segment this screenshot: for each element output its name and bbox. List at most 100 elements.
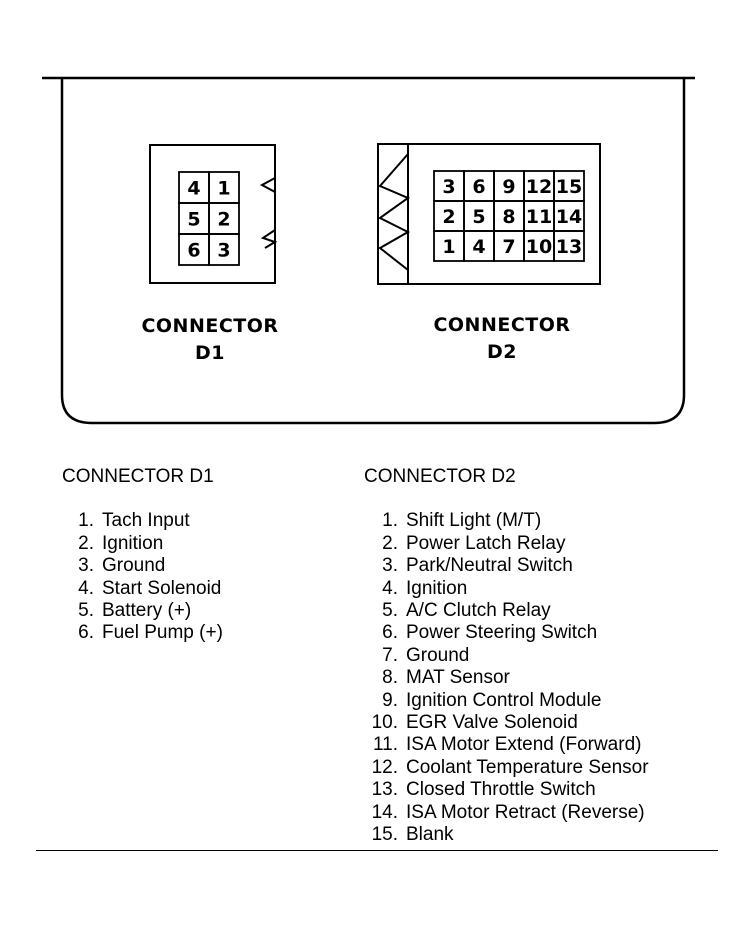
legend-d2-item: 12.Coolant Temperature Sensor	[364, 757, 649, 779]
legend-d2-item-text: EGR Valve Solenoid	[406, 712, 578, 734]
legend-d2-item-text: A/C Clutch Relay	[406, 600, 551, 622]
connector-d2-pin-number: 14	[556, 206, 582, 228]
legend-d2-item-text: Power Steering Switch	[406, 622, 598, 644]
legend-d2-item: 4. Ignition	[364, 578, 649, 600]
legend-d1-item-number: 1.	[78, 510, 94, 532]
connector-d1-pin-number: 1	[217, 178, 230, 200]
connector-d2-pin-number: 7	[502, 236, 515, 258]
legend-d1-item-number: 6.	[78, 622, 94, 644]
legend-d1-item-text: Ground	[102, 555, 166, 577]
legend-d2-item: 3. Park/Neutral Switch	[364, 555, 649, 577]
legend-d1-item: 4. Start Solenoid	[62, 578, 223, 600]
legend-d2-item-text: MAT Sensor	[406, 667, 510, 689]
legend-d2-item-number: 6.	[382, 622, 398, 644]
legend-d1-item-number: 4.	[78, 577, 94, 599]
legend-d2-item-text: ISA Motor Retract (Reverse)	[406, 801, 645, 823]
legend-d2-item-text: Blank	[406, 824, 454, 846]
connector-d2-pin-number: 11	[526, 206, 552, 228]
legend-d2-item: 15. Blank	[364, 824, 649, 846]
connector-d2-pin-number: 12	[526, 176, 552, 198]
legend-d2-item: 10. EGR Valve Solenoid	[364, 712, 649, 734]
legend-d2-item-number: 11.	[372, 734, 398, 756]
connector-d2-pin-number: 4	[472, 236, 485, 258]
connector-d1-body	[149, 144, 276, 284]
legend-d2-item: 9. Ignition Control Module	[364, 690, 649, 712]
connector-d1-pin-cell	[208, 233, 240, 266]
legend-d2-item-number: 8.	[382, 667, 398, 689]
connector-d1-label-line1: CONNECTOR	[141, 315, 278, 337]
connector-d1-latch-bottom	[260, 229, 278, 249]
legend-d2-item: 7.Ground	[364, 645, 649, 667]
legend-d1-title: CONNECTOR D1	[62, 466, 214, 487]
connector-d2-pin-number: 2	[442, 206, 455, 228]
connector-d1-pin-number: 2	[217, 209, 230, 231]
legend-d2-item-text: ISA Motor Extend (Forward)	[406, 734, 642, 756]
legend-d2-item-number: 14.	[371, 801, 398, 823]
legend-d2-item: 6. Power Steering Switch	[364, 622, 649, 644]
legend-d2-item-text: Ignition	[406, 577, 468, 599]
legend-connector-d1: CONNECTOR D1 1. Tach Input 2. Ignition 3. Gro…	[62, 466, 223, 645]
connector-d2-key-zigzag	[378, 153, 411, 271]
legend-d2-item-number: 4.	[382, 577, 398, 599]
legend-d2-item-number: 9.	[382, 689, 398, 711]
connector-d1-pin-number: 4	[187, 178, 200, 200]
legend-connector-d2: CONNECTOR D2 1.Shift Light (M/T)2.Power …	[364, 466, 649, 847]
legend-d1-item-number: 3.	[78, 555, 94, 577]
connector-d2-pin-number: 9	[502, 176, 515, 198]
legend-d2-item-number: 13.	[371, 779, 398, 801]
legend-d2-item-text: Closed Throttle Switch	[406, 779, 596, 801]
legend-d1-list: 1. Tach Input 2. Ignition 3. Ground 4. Start So…	[62, 510, 223, 644]
legend-d2-item: 1. Shift Light (M/T)	[364, 510, 649, 532]
legend-d2-item-text: Coolant Temperature Sensor	[406, 756, 649, 778]
legend-d2-item-number: 15.	[371, 824, 398, 846]
legend-d2-item: 14. ISA Motor Retract (Reverse)	[364, 802, 649, 824]
legend-d2-item-number: 3.	[382, 555, 398, 577]
legend-d1-item-number: 5.	[78, 600, 94, 622]
connector-housing	[60, 78, 686, 425]
legend-d1-item: 3. Ground	[62, 555, 223, 577]
connector-d2-label-line1: CONNECTOR	[433, 314, 570, 336]
legend-d1-item: 5. Battery (+)	[62, 600, 223, 622]
legend-d1-item-text: Fuel Pump (+)	[102, 622, 223, 644]
legend-d1-item-text: Tach Input	[102, 510, 190, 532]
connector-d2-pin-number: 5	[472, 206, 485, 228]
legend-d2-item: 11. ISA Motor Extend (Forward)	[364, 734, 649, 756]
legend-d2-item: 5.A/C Clutch Relay	[364, 600, 649, 622]
bottom-rule	[36, 850, 718, 851]
connector-d2-pin-number: 8	[502, 206, 515, 228]
legend-d1-item: 2. Ignition	[62, 533, 223, 555]
legend-d1-item-text: Battery (+)	[102, 600, 192, 622]
connector-d2-pin-number: 13	[556, 236, 582, 258]
legend-d2-item: 8. MAT Sensor	[364, 667, 649, 689]
legend-d2-item-text: Power Latch Relay	[406, 532, 566, 554]
legend-d1-item: 6. Fuel Pump (+)	[62, 622, 223, 644]
legend-d2-item-text: Shift Light (M/T)	[406, 510, 542, 532]
legend-d2-item-number: 1.	[382, 510, 398, 532]
connector-d1-label-line2: D1	[195, 342, 225, 364]
connector-d2-pin-number: 15	[556, 176, 582, 198]
connector-d1-pin-number: 6	[187, 240, 200, 262]
legend-d2-item-number: 2.	[382, 532, 398, 554]
connector-d2-pin-number: 10	[526, 236, 552, 258]
legend-d2-item-number: 10.	[371, 712, 398, 734]
connector-d2-label-line2: D2	[487, 341, 517, 363]
connector-d1-pin-number: 5	[187, 209, 200, 231]
legend-d1-item-number: 2.	[78, 532, 94, 554]
legend-d1-item-text: Start Solenoid	[102, 577, 222, 599]
connector-d2-pin-number: 3	[442, 176, 455, 198]
connector-d2-body	[377, 143, 601, 285]
legend-d2-item-text: Park/Neutral Switch	[406, 555, 573, 577]
connector-d2-pin-cell	[553, 230, 585, 262]
legend-d2-item-text: Ignition Control Module	[406, 689, 602, 711]
connector-d2-pin-number: 6	[472, 176, 485, 198]
connector-d2-pin-number: 1	[442, 236, 455, 258]
legend-d2-item: 13. Closed Throttle Switch	[364, 779, 649, 801]
legend-d1-item-text: Ignition	[102, 532, 164, 554]
legend-d2-item-number: 7.	[382, 644, 398, 666]
connector-d1-pin-number: 3	[217, 240, 230, 262]
